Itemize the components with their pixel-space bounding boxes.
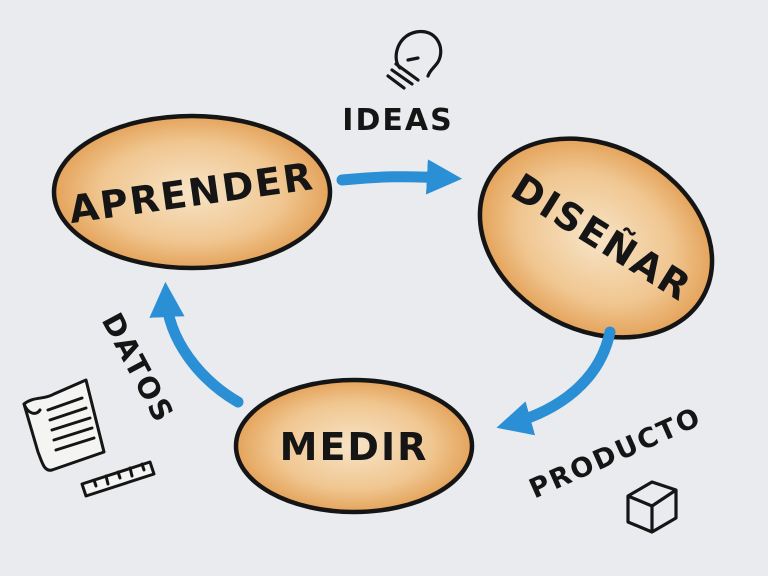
edge-label-ideas: IDEAS [342, 103, 453, 138]
node-disenar: DISEÑAR [477, 136, 715, 340]
arrow-disenar-to-medir [496, 326, 616, 436]
lightbulb-icon [386, 29, 443, 90]
node-medir-shape [233, 377, 475, 515]
cube-icon [626, 480, 678, 534]
node-medir-label: MEDIR [280, 425, 429, 469]
node-aprender: APRENDER [51, 113, 333, 271]
arrow-aprender-to-disenar [336, 159, 463, 195]
arrow-medir-to-aprender [149, 281, 244, 408]
node-medir: MEDIR [233, 377, 475, 515]
node-aprender-shape [51, 113, 333, 271]
node-disenar-shape [477, 136, 715, 340]
document-ruler-icon [22, 378, 156, 498]
